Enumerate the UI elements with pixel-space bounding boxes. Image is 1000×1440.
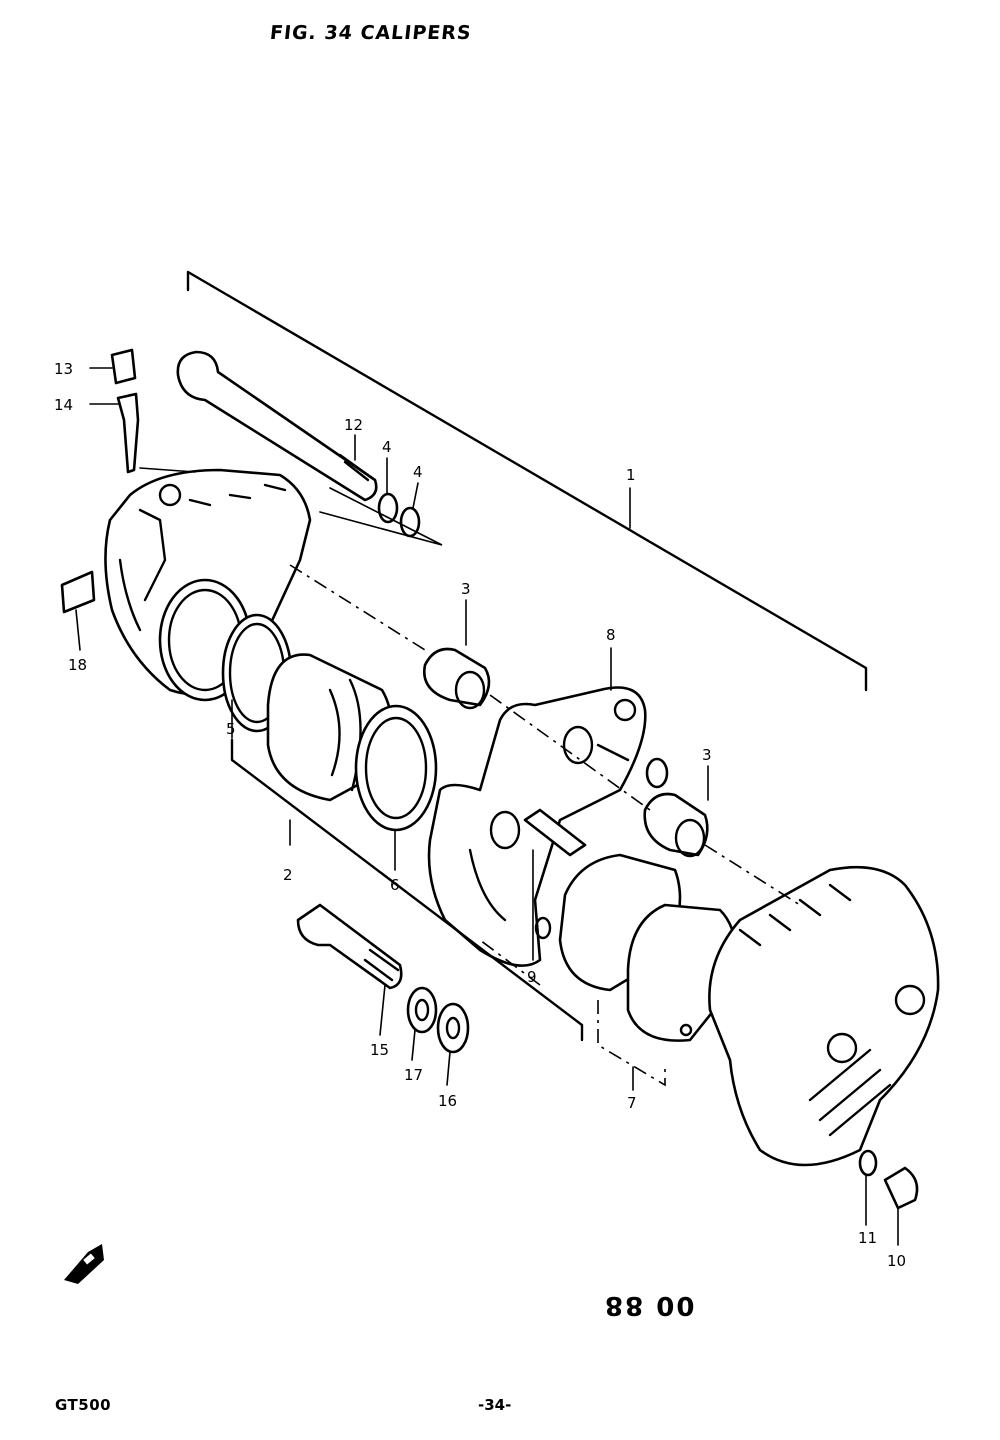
caliper-shaft — [176, 350, 378, 502]
callout-4b: 4 — [413, 463, 423, 481]
stamp-code: 88 00 — [605, 1290, 697, 1320]
callout-7: 7 — [627, 1094, 637, 1112]
pad-spring — [523, 808, 587, 857]
bleeder-valve — [116, 392, 140, 474]
model-label: GT500 — [55, 1396, 112, 1414]
callout-2: 2 — [283, 866, 293, 884]
bushing-3b — [643, 792, 709, 858]
callout-3b: 3 — [702, 746, 712, 764]
callout-17: 17 — [404, 1066, 423, 1084]
callout-18: 18 — [68, 656, 87, 674]
assembly-bracket-1 — [186, 270, 868, 692]
dust-seal — [354, 704, 438, 832]
front-direction-arrow-icon — [64, 1244, 104, 1284]
callout-11: 11 — [858, 1229, 877, 1247]
small-pin — [645, 757, 669, 789]
callout-6: 6 — [390, 876, 400, 894]
page-number: -34- — [478, 1396, 512, 1414]
callout-9: 9 — [527, 968, 537, 986]
callout-13: 13 — [54, 360, 73, 378]
plain-washer — [436, 1002, 470, 1054]
callout-5: 5 — [226, 720, 236, 738]
callout-8: 8 — [606, 626, 616, 644]
caliper-body-right — [708, 865, 940, 1167]
callout-14: 14 — [54, 396, 73, 414]
screw — [883, 1166, 919, 1210]
bushing-3a — [423, 647, 491, 710]
lock-washer — [406, 986, 438, 1034]
label-plate — [60, 570, 96, 614]
callout-16: 16 — [438, 1092, 457, 1110]
bleeder-cap — [110, 348, 137, 385]
mounting-bolt — [296, 903, 403, 990]
callout-15: 15 — [370, 1041, 389, 1059]
callout-12: 12 — [344, 416, 363, 434]
callout-1: 1 — [626, 466, 636, 484]
brake-pads — [558, 853, 737, 1042]
callout-10: 10 — [887, 1252, 906, 1270]
callout-3a: 3 — [461, 580, 471, 598]
screw-washer — [858, 1149, 878, 1177]
callout-4a: 4 — [382, 438, 392, 456]
